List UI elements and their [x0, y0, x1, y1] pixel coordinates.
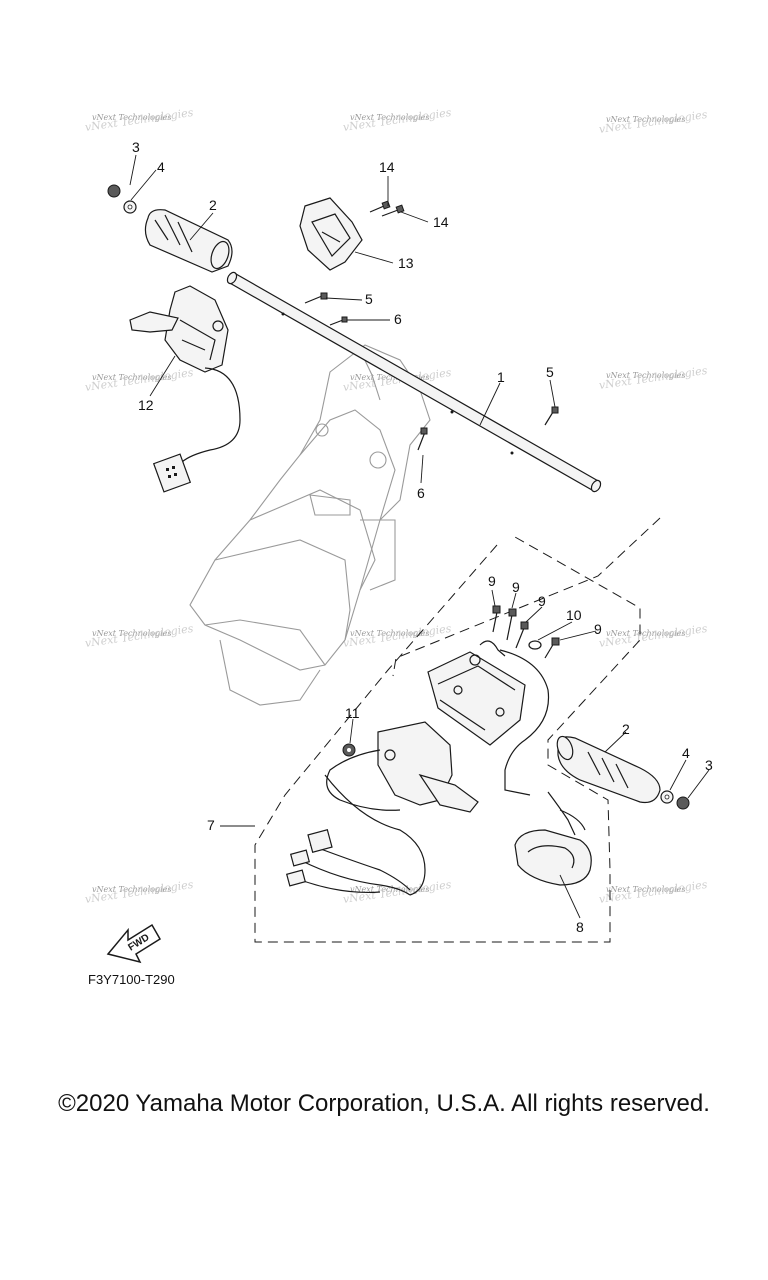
watermark-text: vNext Technologies — [606, 629, 685, 638]
fwd-arrow-icon: FWD — [106, 923, 162, 964]
watermark-text: vNext Technologies — [350, 885, 429, 894]
callout-6-bottom: 6 — [417, 485, 425, 501]
callout-2-left: 2 — [209, 197, 217, 213]
handlebar — [226, 271, 602, 493]
callout-6-top: 6 — [394, 311, 402, 327]
drawing-code: F3Y7100-T290 — [88, 972, 175, 987]
callout-4-right: 4 — [682, 745, 690, 761]
callout-9-a: 9 — [488, 573, 496, 589]
watermark-shadow-text: vNext Technologies — [84, 366, 194, 394]
callout-14-right: 14 — [433, 214, 449, 230]
callout-9-c: 9 — [538, 593, 546, 609]
watermark-text: vNext Technologies — [92, 113, 171, 122]
watermark-shadow-text: vNext Technologies — [342, 106, 452, 134]
parts-diagram: vNext Technologies vNext Technologies vNex… — [84, 106, 713, 964]
callout-5-top: 5 — [365, 291, 373, 307]
callout-9-d: 9 — [594, 621, 602, 637]
watermark-text: vNext Technologies — [350, 373, 429, 382]
switch-housing — [299, 197, 363, 271]
callouts: 3 4 2 14 14 13 5 6 12 1 5 6 9 9 9 10 9 1… — [132, 139, 713, 935]
watermark-text: vNext Technologies — [92, 373, 171, 382]
callout-4-left: 4 — [157, 159, 165, 175]
left-grip — [144, 209, 233, 273]
watermark-shadow-text: vNext Technologies — [84, 878, 194, 906]
watermark-shadow-text: vNext Technologies — [598, 878, 708, 906]
watermark-shadow-text: vNext Technologies — [342, 622, 452, 650]
throttle-lever-assembly — [129, 285, 241, 493]
callout-14-top: 14 — [379, 159, 395, 175]
bolts-9 — [492, 605, 560, 659]
callout-7: 7 — [207, 817, 215, 833]
callout-2-right: 2 — [622, 721, 630, 737]
wiring-harness — [285, 774, 426, 896]
callout-8: 8 — [576, 919, 584, 935]
callout-3-left: 3 — [132, 139, 140, 155]
right-end-cap — [660, 790, 690, 810]
assembly-boundary — [254, 517, 661, 943]
right-grip — [556, 735, 661, 804]
callout-12: 12 — [138, 397, 154, 413]
watermark-shadow-text: vNext Technologies — [84, 106, 194, 134]
watermark-shadow-text: vNext Technologies — [84, 622, 194, 650]
callout-9-b: 9 — [512, 579, 520, 595]
callout-1: 1 — [497, 369, 505, 385]
watermark-shadow-text: vNext Technologies — [598, 108, 708, 136]
callout-3-right: 3 — [705, 757, 713, 773]
watermark-shadow-text: vNext Technologies — [598, 364, 708, 392]
watermark-text: vNext Technologies — [92, 629, 171, 638]
bolts-14 — [369, 200, 405, 217]
watermark-text: vNext Technologies — [606, 371, 685, 380]
right-lever-housing — [326, 721, 479, 813]
copyright-notice: ©2020 Yamaha Motor Corporation, U.S.A. A… — [58, 1090, 710, 1117]
watermark-text: vNext Technologies — [350, 113, 429, 122]
watermark-text: vNext Technologies — [92, 885, 171, 894]
left-end-cap — [107, 184, 137, 214]
callout-5-right: 5 — [546, 364, 554, 380]
steering-column-outline — [189, 344, 431, 706]
watermark-text: vNext Technologies — [606, 115, 685, 124]
callout-13: 13 — [398, 255, 414, 271]
watermark-text: vNext Technologies — [350, 629, 429, 638]
right-bracket-assembly — [427, 640, 550, 796]
lanyard-clip — [514, 791, 592, 886]
watermark-text: vNext Technologies — [606, 885, 685, 894]
nut-11 — [342, 743, 356, 757]
leader-lines — [129, 154, 710, 919]
callout-11: 11 — [345, 705, 360, 721]
callout-10: 10 — [566, 607, 582, 623]
watermark-shadow-text: vNext Technologies — [598, 622, 708, 650]
